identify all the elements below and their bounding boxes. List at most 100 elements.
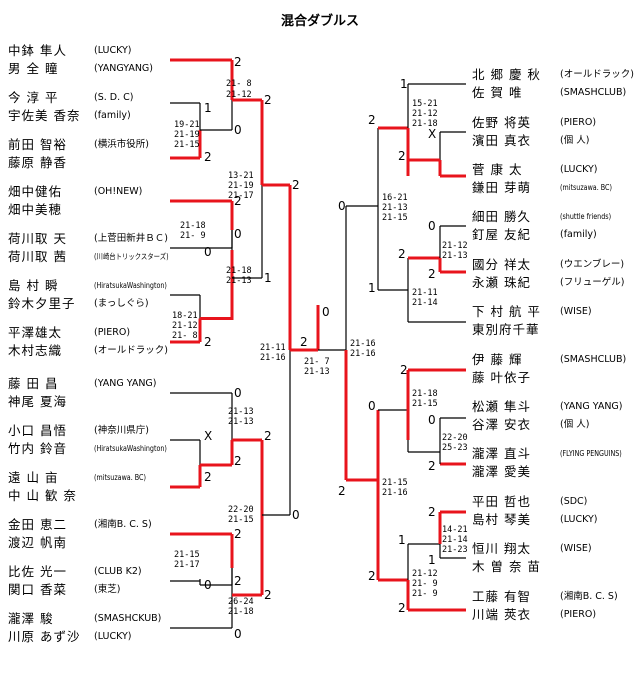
- player-name: 宇佐美 香奈: [8, 108, 81, 123]
- team-name: (PIERO): [560, 117, 597, 128]
- player-name: 島村 琴美: [472, 512, 531, 527]
- team-name: (湘南B. C. S): [94, 519, 152, 530]
- score-label: 21- 9: [412, 579, 438, 589]
- score-label: 21-15: [228, 515, 254, 525]
- team-name: (WISE): [560, 543, 592, 554]
- team-name: (LUCKY): [560, 164, 598, 175]
- team-name: (川崎台トリックスターズ): [94, 252, 169, 261]
- score-label: 21-13: [442, 251, 468, 261]
- score-label: 21-13: [228, 417, 254, 427]
- team-name: (shuttle friends): [560, 212, 612, 221]
- player-name: 畑中健佑: [8, 184, 63, 199]
- player-name: 畑中美穂: [8, 202, 63, 217]
- team-name: (個 人): [560, 419, 590, 430]
- player-name: 松瀬 隼斗: [472, 399, 531, 414]
- game-count: 0: [292, 508, 300, 522]
- player-name: 渡辺 帆南: [8, 535, 67, 550]
- player-name: 藤原 静香: [8, 155, 67, 170]
- score-label: 21- 8: [172, 331, 198, 341]
- game-count: 0: [428, 219, 436, 233]
- game-count: 1: [400, 77, 408, 91]
- player-name: 工藤 有智: [472, 589, 531, 604]
- team-name: (神奈川県庁): [94, 425, 149, 436]
- player-name: 遠 山 亩: [8, 470, 59, 485]
- team-name: (SMASHCLUB): [560, 354, 627, 365]
- score-label: 21-16: [382, 488, 408, 498]
- game-count: 2: [428, 459, 436, 473]
- game-count: X: [428, 127, 436, 141]
- score-label: 13-21: [228, 171, 254, 181]
- score-label: 21-14: [442, 535, 468, 545]
- game-count: 2: [428, 505, 436, 519]
- team-name: (LUCKY): [94, 631, 132, 642]
- game-count: 2: [368, 569, 376, 583]
- team-name: (PIERO): [94, 327, 131, 338]
- player-name: 前田 智裕: [8, 137, 67, 152]
- score-label: 21-19: [228, 181, 254, 191]
- team-name: (YANG YANG): [560, 401, 623, 412]
- player-name: 佐 賀 唯: [472, 85, 523, 100]
- player-name: 伊 藤 輝: [472, 352, 523, 367]
- team-name: (PIERO): [560, 609, 597, 620]
- score-label: 21-15: [412, 399, 438, 409]
- score-label: 15-21: [412, 99, 438, 109]
- team-name: (東芝): [94, 584, 121, 595]
- player-name: 下 村 航 平: [472, 304, 541, 319]
- player-name: 瀧澤 愛美: [472, 464, 531, 479]
- score-label: 16-21: [382, 193, 408, 203]
- game-count: 0: [234, 227, 242, 241]
- score-label: 21-18: [412, 389, 438, 399]
- player-name: 小口 昌悟: [8, 423, 67, 438]
- player-name: 佐野 将英: [472, 115, 531, 130]
- team-name: (オールドラック): [94, 345, 168, 356]
- player-name: 濱田 真衣: [472, 133, 531, 148]
- game-count: 0: [428, 413, 436, 427]
- score-label: 19-21: [174, 120, 200, 130]
- player-name: 藤 田 昌: [8, 376, 59, 391]
- team-name: (family): [560, 229, 597, 240]
- game-count: 0: [338, 199, 346, 213]
- team-name: (LUCKY): [560, 514, 598, 525]
- player-name: 中鉢 隼人: [8, 43, 67, 58]
- team-name: (上菅田新井ＢＣ): [94, 233, 168, 244]
- player-name: 谷澤 安衣: [472, 417, 531, 432]
- score-label: 21- 7: [304, 357, 330, 367]
- score-label: 21-19: [174, 130, 200, 140]
- score-label: 21- 8: [226, 79, 252, 89]
- player-name: 川端 莢衣: [472, 607, 531, 622]
- game-count: 2: [234, 55, 242, 69]
- score-label: 21-18: [412, 119, 438, 129]
- score-label: 21-15: [174, 140, 200, 150]
- team-name: (まっしぐら): [94, 298, 149, 309]
- game-count: 1: [264, 271, 272, 285]
- player-name: 細田 勝久: [472, 209, 531, 224]
- player-name: 鎌田 芽萌: [472, 180, 531, 195]
- score-label: 21-17: [228, 191, 254, 201]
- score-label: 21-15: [382, 478, 408, 488]
- score-label: 21-13: [304, 367, 330, 377]
- game-count: 2: [428, 267, 436, 281]
- player-name: 國分 祥太: [472, 257, 531, 272]
- score-label: 21-13: [228, 407, 254, 417]
- score-label: 21-18: [228, 607, 254, 617]
- player-name: 北 郷 慶 秋: [472, 67, 541, 82]
- game-count: 2: [234, 454, 242, 468]
- game-count: 2: [398, 247, 406, 261]
- score-label: 21-13: [382, 203, 408, 213]
- game-count: 2: [234, 194, 242, 208]
- game-count: X: [204, 429, 212, 443]
- player-name: 比佐 光一: [8, 564, 67, 579]
- score-label: 21-16: [350, 349, 376, 359]
- player-name: 恒川 翔太: [472, 541, 531, 556]
- team-name: (ウエンブレー): [560, 259, 625, 270]
- score-label: 21-12: [172, 321, 198, 331]
- player-name: 木 曽 奈 苗: [472, 559, 541, 574]
- player-name: 瀧澤 直斗: [472, 446, 531, 461]
- player-name: 菅 康 太: [472, 162, 523, 177]
- player-name: 瀧澤 駿: [8, 611, 54, 626]
- score-label: 21-18: [180, 221, 206, 231]
- game-count: 0: [204, 245, 212, 259]
- team-name: (mitsuzawa. BC): [560, 183, 612, 192]
- team-name: (S. D. C): [94, 92, 134, 103]
